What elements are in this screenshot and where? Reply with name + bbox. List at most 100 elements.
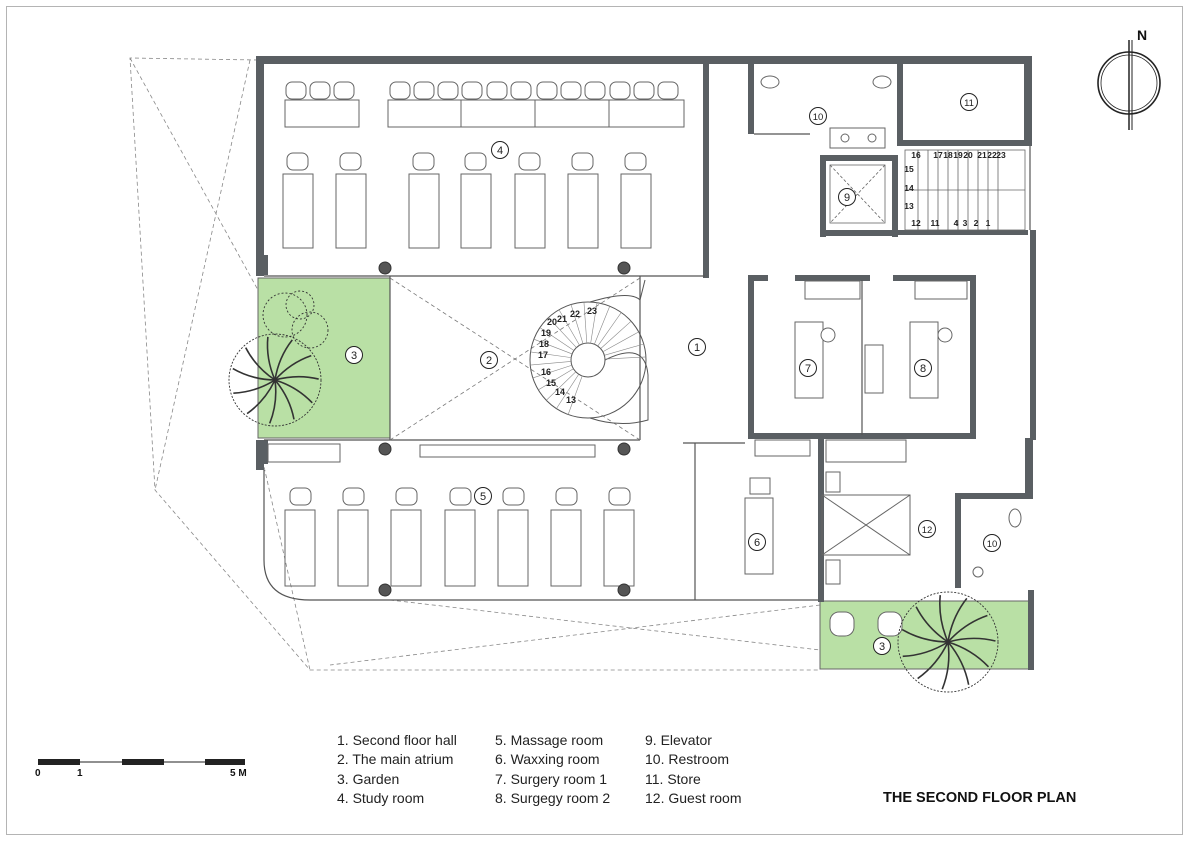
stair-number: 13	[904, 201, 914, 211]
room-tag-number: 4	[497, 145, 503, 157]
stair-number: 19	[953, 150, 963, 160]
chair	[342, 487, 365, 506]
room-tag-circle	[809, 107, 827, 125]
room-tag-number: 5	[480, 491, 486, 503]
stair-number: 17	[538, 350, 548, 360]
site-outline	[129, 57, 821, 671]
tree-branch	[939, 595, 949, 643]
room-tag-circle	[983, 534, 1001, 552]
tree	[897, 591, 999, 693]
stair-number: 16	[911, 150, 921, 160]
north-arrow: N	[1097, 27, 1161, 130]
garden-south	[819, 600, 1033, 670]
room-tag-number: 6	[754, 537, 760, 549]
stair-tread	[548, 317, 577, 348]
tree-branch	[274, 379, 295, 420]
tree-branch	[917, 641, 949, 680]
massage-bed	[284, 509, 316, 587]
desk-chair	[633, 81, 655, 100]
room-tag-number: 8	[920, 363, 926, 375]
restroom-fixtures	[760, 75, 1022, 578]
tree-branch	[246, 379, 276, 415]
stair-tread	[590, 302, 598, 344]
room-tag-number: 7	[805, 363, 811, 375]
tree-branch	[902, 641, 949, 658]
stair-tread	[539, 327, 575, 351]
stair-tread	[604, 356, 646, 360]
shrub-canopy	[285, 290, 315, 320]
stair-tread	[570, 304, 584, 344]
room-tag-circle	[748, 533, 766, 551]
elevator	[829, 164, 886, 224]
partitions	[263, 133, 1031, 601]
stair-number: 15	[546, 378, 556, 388]
tree-branch	[274, 339, 293, 381]
tree-branch	[268, 379, 277, 424]
scale-bar	[38, 759, 245, 765]
scale-label-5m: 5 M	[230, 768, 247, 779]
room-tag: 3	[345, 346, 363, 364]
room-tag: 5	[474, 487, 492, 505]
study-table	[282, 173, 314, 249]
massage-bed	[444, 509, 476, 587]
massage-bed	[497, 509, 529, 587]
room-tag-circle	[480, 351, 498, 369]
chair	[608, 487, 631, 506]
room-tag: 9	[838, 188, 856, 206]
garden-chair	[829, 611, 855, 637]
stair-number: 17	[933, 150, 943, 160]
plan-title: THE SECOND FLOOR PLAN	[883, 790, 1077, 806]
tree-branch	[274, 375, 319, 381]
chair	[395, 487, 418, 506]
tree-branch	[233, 379, 276, 394]
legend-item: 4. Study room	[337, 789, 425, 806]
stair-tread	[538, 368, 574, 391]
stair-tread	[530, 361, 572, 366]
desk-chair	[437, 81, 459, 100]
tree-branch	[947, 597, 968, 643]
desk-chair	[486, 81, 508, 100]
guest-bed	[821, 439, 911, 585]
legend-item: 3. Garden	[337, 770, 400, 787]
stair-number: 21	[557, 314, 567, 324]
shrub-canopy	[291, 311, 329, 349]
legend-column-3: 9. Elevator 10. Restroom 11. Store 12. G…	[645, 731, 742, 808]
room-tag: 10	[809, 107, 827, 125]
room-tag: 3	[873, 637, 891, 655]
stair-tread	[532, 364, 572, 379]
room-tag-circle	[960, 93, 978, 111]
stair-number: 2	[974, 218, 979, 228]
tree-branch	[244, 347, 276, 381]
room-tag-circle	[688, 338, 706, 356]
desk-chair	[285, 81, 307, 100]
trees	[228, 290, 999, 693]
legend-item: 12. Guest room	[645, 789, 742, 806]
desk-chair	[309, 81, 331, 100]
room-tag-number: 10	[987, 539, 998, 550]
room-tag: 1	[688, 338, 706, 356]
chair	[624, 152, 647, 171]
study-table	[514, 173, 546, 249]
stair-number: 11	[931, 218, 940, 228]
legend-item: 1. Second floor hall	[337, 732, 457, 748]
stair-tread	[600, 320, 632, 349]
chair	[571, 152, 594, 171]
drawing-frame	[6, 6, 1183, 835]
chairs	[285, 81, 903, 637]
desk-chair	[536, 81, 558, 100]
room-tag-circle	[474, 487, 492, 505]
spiral-stair-steps	[530, 302, 646, 415]
tree-branch	[274, 379, 313, 404]
chair	[286, 152, 309, 171]
room-tag-number: 1	[694, 342, 700, 354]
stair-number: 15	[904, 164, 914, 174]
tree-branch	[947, 641, 970, 685]
legend-item: 10. Restroom	[645, 751, 730, 768]
room-tag-number: 3	[879, 641, 885, 653]
tree-canopy	[228, 333, 322, 427]
legend-item: 7. Surgery room 1	[495, 770, 608, 787]
chair	[464, 152, 487, 171]
stair-number: 4	[954, 218, 959, 228]
stair-number: 20	[963, 150, 973, 160]
room-tag-number: 2	[486, 355, 492, 367]
